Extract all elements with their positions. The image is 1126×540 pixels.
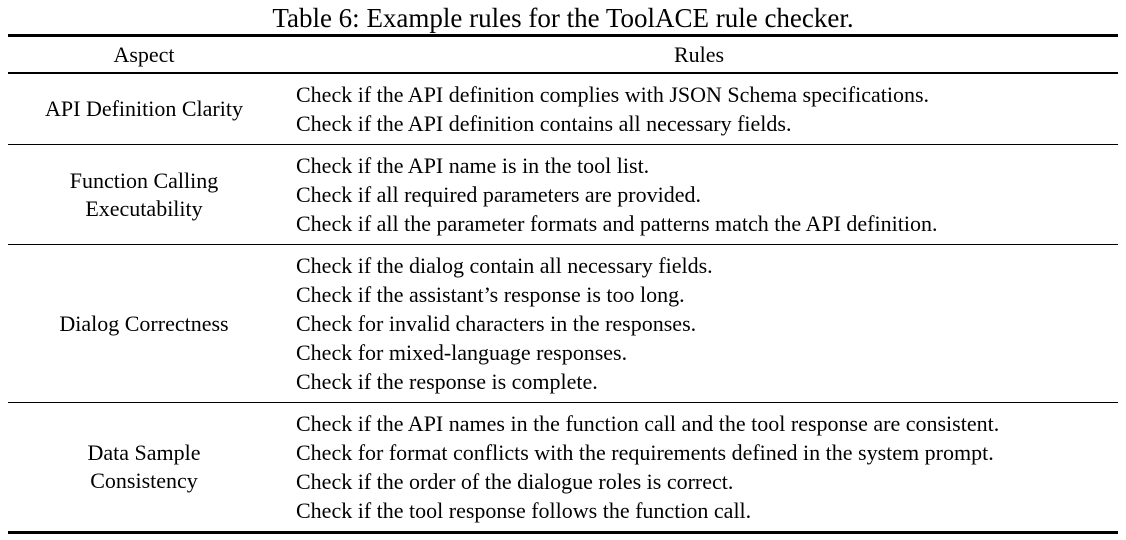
rule-line: Check for format conflicts with the requ… xyxy=(296,440,994,465)
table-caption: Table 6: Example rules for the ToolACE r… xyxy=(272,3,854,33)
rule-line: Check if the response is complete. xyxy=(296,369,598,394)
table-header-row: Aspect Rules xyxy=(8,37,1118,74)
rules-cell: Check if the API definition complies wit… xyxy=(280,74,1118,144)
rule-line: Check if the API definition contains all… xyxy=(296,111,792,136)
table-row: Function Calling Executability Check if … xyxy=(8,145,1118,245)
rule-line: Check if all the parameter formats and p… xyxy=(296,211,938,236)
rules-table: Aspect Rules API Definition Clarity Chec… xyxy=(8,34,1118,534)
aspect-line: Executability xyxy=(85,195,203,221)
aspect-cell: Dialog Correctness xyxy=(8,245,280,402)
rule-line: Check if the dialog contain all necessar… xyxy=(296,253,713,278)
rule-line: Check if the order of the dialogue roles… xyxy=(296,469,734,494)
aspect-line: Function Calling xyxy=(69,167,219,193)
rule-line: Check if the assistant’s response is too… xyxy=(296,282,685,307)
rule-line: Check if all required parameters are pro… xyxy=(296,182,701,207)
table-row: Dialog Correctness Check if the dialog c… xyxy=(8,245,1118,403)
rule-line: Check if the API name is in the tool lis… xyxy=(296,153,650,178)
rule-line: Check if the API names in the function c… xyxy=(296,411,1000,436)
rules-cell: Check if the API name is in the tool lis… xyxy=(280,145,1118,244)
rule-line: Check for invalid characters in the resp… xyxy=(296,311,697,336)
rule-line: Check for mixed-language responses. xyxy=(296,340,628,365)
column-header-aspect: Aspect xyxy=(113,42,175,67)
column-header-rules: Rules xyxy=(673,42,725,67)
table-row: Data Sample Consistency Check if the API… xyxy=(8,403,1118,531)
aspect-line: API Definition Clarity xyxy=(45,96,243,121)
table-row: API Definition Clarity Check if the API … xyxy=(8,74,1118,145)
rules-cell: Check if the dialog contain all necessar… xyxy=(280,245,1118,402)
rules-cell: Check if the API names in the function c… xyxy=(280,403,1118,531)
rule-line: Check if the tool response follows the f… xyxy=(296,498,752,523)
rule-line: Check if the API definition complies wit… xyxy=(296,82,930,107)
aspect-line: Data Sample xyxy=(87,440,201,465)
aspect-cell: API Definition Clarity xyxy=(8,74,280,144)
aspect-line: Consistency xyxy=(90,468,198,493)
aspect-cell: Data Sample Consistency xyxy=(8,403,280,531)
aspect-line: Dialog Correctness xyxy=(59,310,229,336)
aspect-cell: Function Calling Executability xyxy=(8,145,280,244)
